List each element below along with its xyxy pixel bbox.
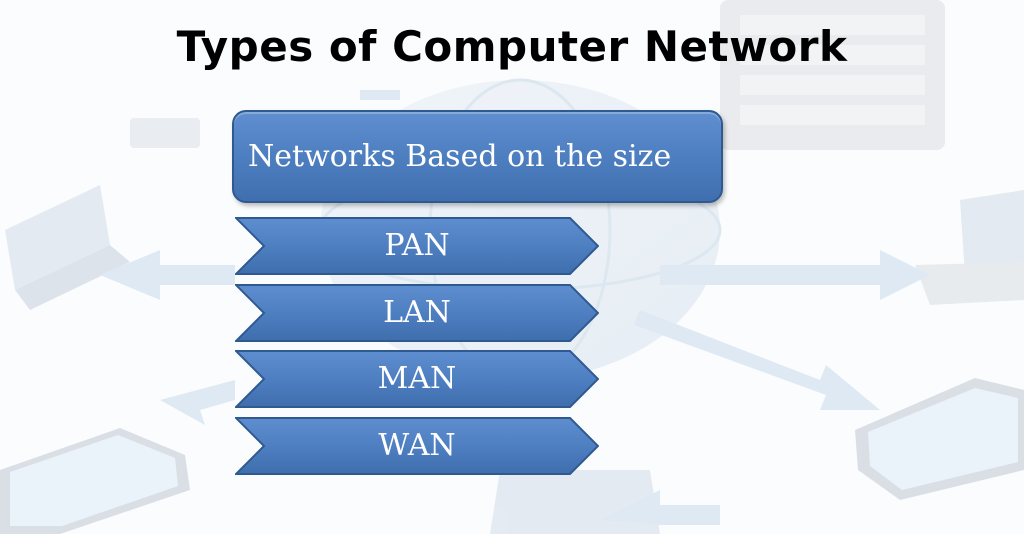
chevron-label: MAN — [377, 361, 457, 396]
chevron-label: WAN — [378, 428, 456, 463]
chevron-shape — [235, 350, 599, 408]
chevron-item-pan: PAN — [235, 217, 599, 275]
chevron-shape — [235, 417, 599, 475]
chevron-item-man: MAN — [235, 350, 599, 408]
monitor-icon — [130, 118, 200, 148]
chevron-label: PAN — [384, 228, 450, 263]
chevron-shape — [235, 284, 599, 342]
chevron-label: LAN — [383, 295, 451, 330]
laptop-icon — [490, 470, 660, 534]
tablet-icon — [855, 378, 1024, 500]
monitor-icon — [915, 190, 1024, 305]
arrow-icon — [100, 90, 930, 525]
chevron-item-wan: WAN — [235, 417, 599, 475]
chevron-item-lan: LAN — [235, 284, 599, 342]
header-label: Networks Based on the size — [248, 139, 672, 174]
server-icon — [720, 0, 945, 150]
smartphone-icon — [0, 428, 190, 534]
laptop-icon — [5, 185, 130, 310]
page-title: Types of Computer Network — [176, 22, 848, 71]
networks-by-size-box: Networks Based on the size — [232, 110, 723, 203]
chevron-shape — [235, 217, 599, 275]
